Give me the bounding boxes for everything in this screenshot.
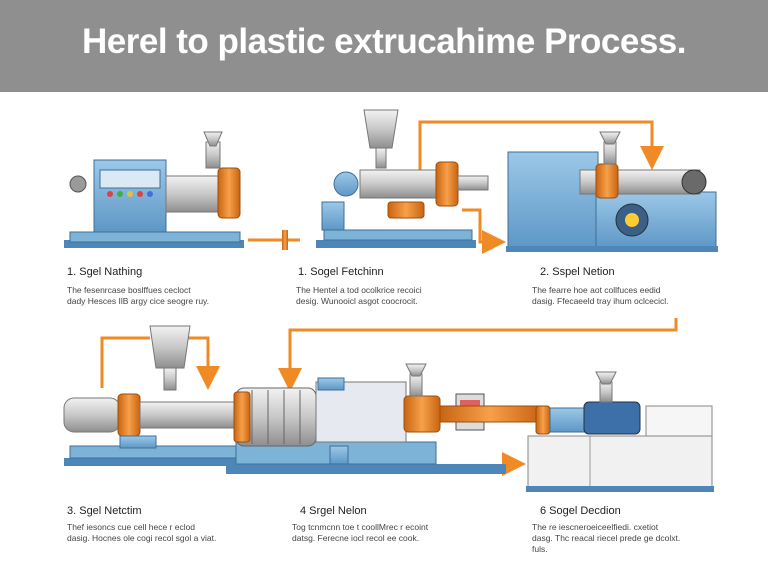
machine-stage-4 — [63, 325, 244, 466]
process-diagram — [63, 109, 718, 492]
flow-arrow-2 — [418, 120, 664, 170]
machine-stage-5 — [226, 363, 541, 474]
stage-6-label: 6 Sogel Decdion — [540, 505, 621, 517]
machine-stage-2 — [316, 109, 489, 248]
machine-stage-3 — [506, 131, 718, 252]
stage-2-description: The Hentel a tod ocolkrice recoici desig… — [296, 285, 422, 306]
stage-6-description: The re iescneroeiceelfiedi. cxetiot dasg… — [532, 522, 681, 554]
stage-3-description: The fearre hoe aot collfuces eedid dasig… — [532, 285, 669, 306]
machine-stage-1 — [64, 131, 288, 250]
stage-2-label: 1. Sogel Fetchinn — [298, 266, 384, 278]
flow-arrow-5 — [100, 336, 150, 388]
stage-1-description: The fesenrcase boslffues cecloct dady He… — [67, 285, 210, 306]
stage-5-label: 4 Srgel Nelon — [300, 505, 367, 517]
flow-arrows — [100, 120, 678, 476]
flow-arrow-3 — [462, 208, 506, 254]
machine-stage-6 — [526, 371, 714, 492]
flow-arrow-4 — [278, 318, 678, 392]
stage-4-label: 3. Sgel Netctim — [67, 505, 142, 517]
stage-4-description: Thef iesoncs cue cell hece r eclod dasig… — [67, 522, 217, 543]
page-title: Herel to plastic extrucahime Process. — [82, 22, 687, 61]
stage-3-label: 2. Sspel Netion — [540, 266, 615, 278]
flow-arrow-6 — [188, 336, 220, 390]
stage-5-description: Tog tcnmcnn toe t coollMrec r ecoint dat… — [292, 522, 429, 543]
stage-1-label: 1. Sgel Nathing — [67, 266, 143, 278]
header-banner: Herel to plastic extrucahime Process. — [0, 0, 768, 92]
